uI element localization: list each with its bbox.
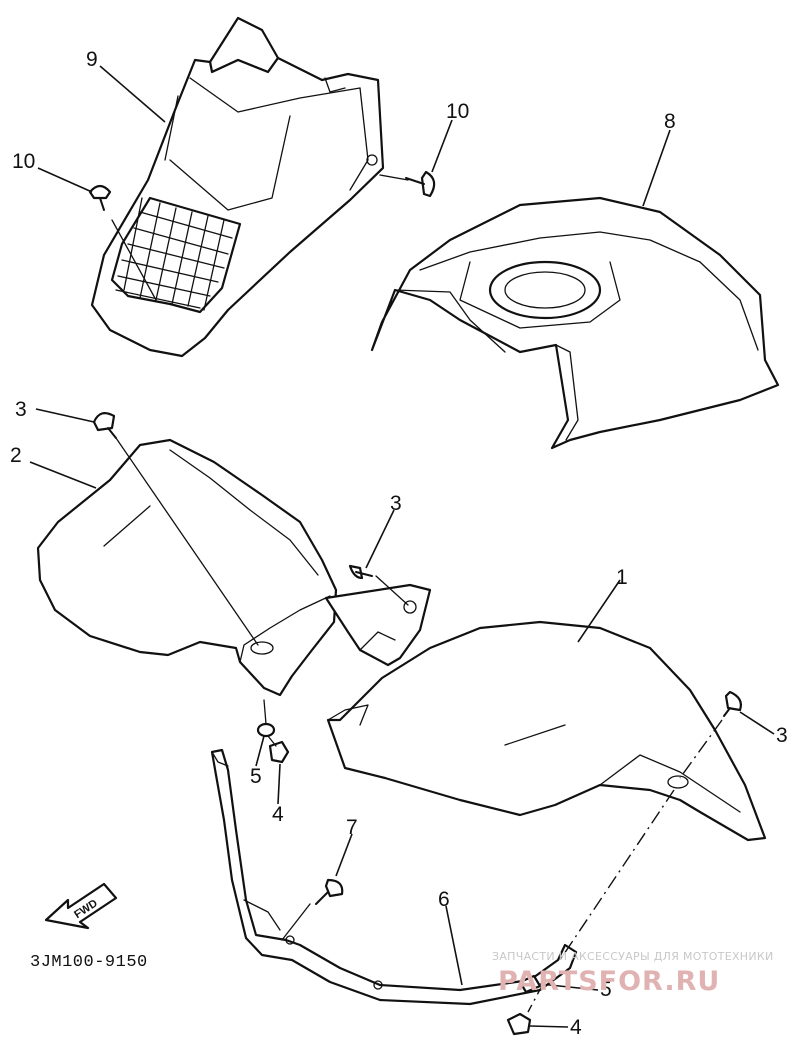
watermark: ЗАПЧАСТИ И АКСЕССУАРЫ ДЛЯ МОТОТЕХНИКИ PA… [492, 950, 774, 997]
watermark-brand: PARTSFOR.RU [498, 966, 720, 997]
nut-4-upper [268, 740, 290, 764]
part-6-stay [210, 748, 578, 1006]
bolt-3-upper [92, 411, 117, 439]
callout-leaders [29, 65, 775, 1028]
grille-mesh [115, 197, 233, 311]
callout-3-right: 3 [776, 724, 788, 747]
washer-5-upper [256, 722, 276, 738]
fasteners [88, 170, 742, 1036]
callout-3-upper: 3 [15, 398, 27, 421]
nut-4-lower [506, 1012, 532, 1036]
bolt-3-middle [348, 564, 373, 580]
callout-3-middle: 3 [390, 492, 402, 515]
part-8-tank-cover [370, 196, 780, 450]
callout-10-left: 10 [12, 150, 35, 173]
callout-8: 8 [664, 110, 676, 133]
bolt-10-left [88, 184, 112, 211]
fwd-arrow: FWD [44, 882, 118, 930]
watermark-tagline: ЗАПЧАСТИ И АКСЕССУАРЫ ДЛЯ МОТОТЕХНИКИ [492, 950, 774, 963]
callout-4-lower: 4 [570, 1016, 582, 1039]
callout-10-right: 10 [446, 100, 469, 123]
callout-2: 2 [10, 444, 22, 467]
bolt-7 [315, 878, 344, 905]
callout-5-upper: 5 [250, 765, 262, 788]
callout-1: 1 [616, 566, 628, 589]
part-1-rear-fender [326, 620, 767, 842]
callout-7: 7 [346, 816, 358, 839]
diagram-code: 3JM100-9150 [30, 953, 148, 972]
bolt-10-right [405, 170, 436, 198]
bolt-3-right [723, 690, 742, 717]
callout-4-upper: 4 [272, 803, 284, 826]
callout-9: 9 [86, 48, 98, 71]
part-9-front-cover [90, 16, 385, 358]
part-2-front-fender [36, 438, 432, 697]
callout-5-lower: 5 [600, 978, 612, 1001]
callout-labels: 9 10 10 8 3 2 3 1 3 5 4 7 6 5 4 [10, 48, 788, 1039]
washer-5-lower [518, 974, 542, 994]
assembly-lines [111, 174, 723, 1013]
callout-6: 6 [438, 888, 450, 911]
